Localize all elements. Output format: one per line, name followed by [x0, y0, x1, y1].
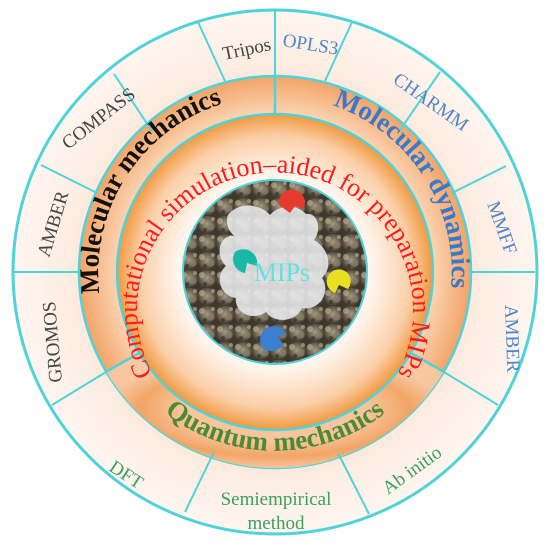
outer-label-semiempirical: Semiempirical [221, 489, 332, 510]
template-yellow-icon [326, 269, 351, 293]
center-label: MIPs [254, 258, 310, 287]
template-teal-icon [233, 249, 258, 273]
template-blue-icon [260, 326, 286, 352]
outer-label-method: method [248, 513, 305, 534]
template-red-icon [278, 189, 305, 213]
quantum-sector-band [106, 353, 444, 469]
polymer-cloud [219, 205, 329, 320]
outer-dividers [13, 10, 535, 515]
outer-label-amber-md: AMBER [500, 304, 523, 373]
sector-dividers [105, 76, 445, 374]
